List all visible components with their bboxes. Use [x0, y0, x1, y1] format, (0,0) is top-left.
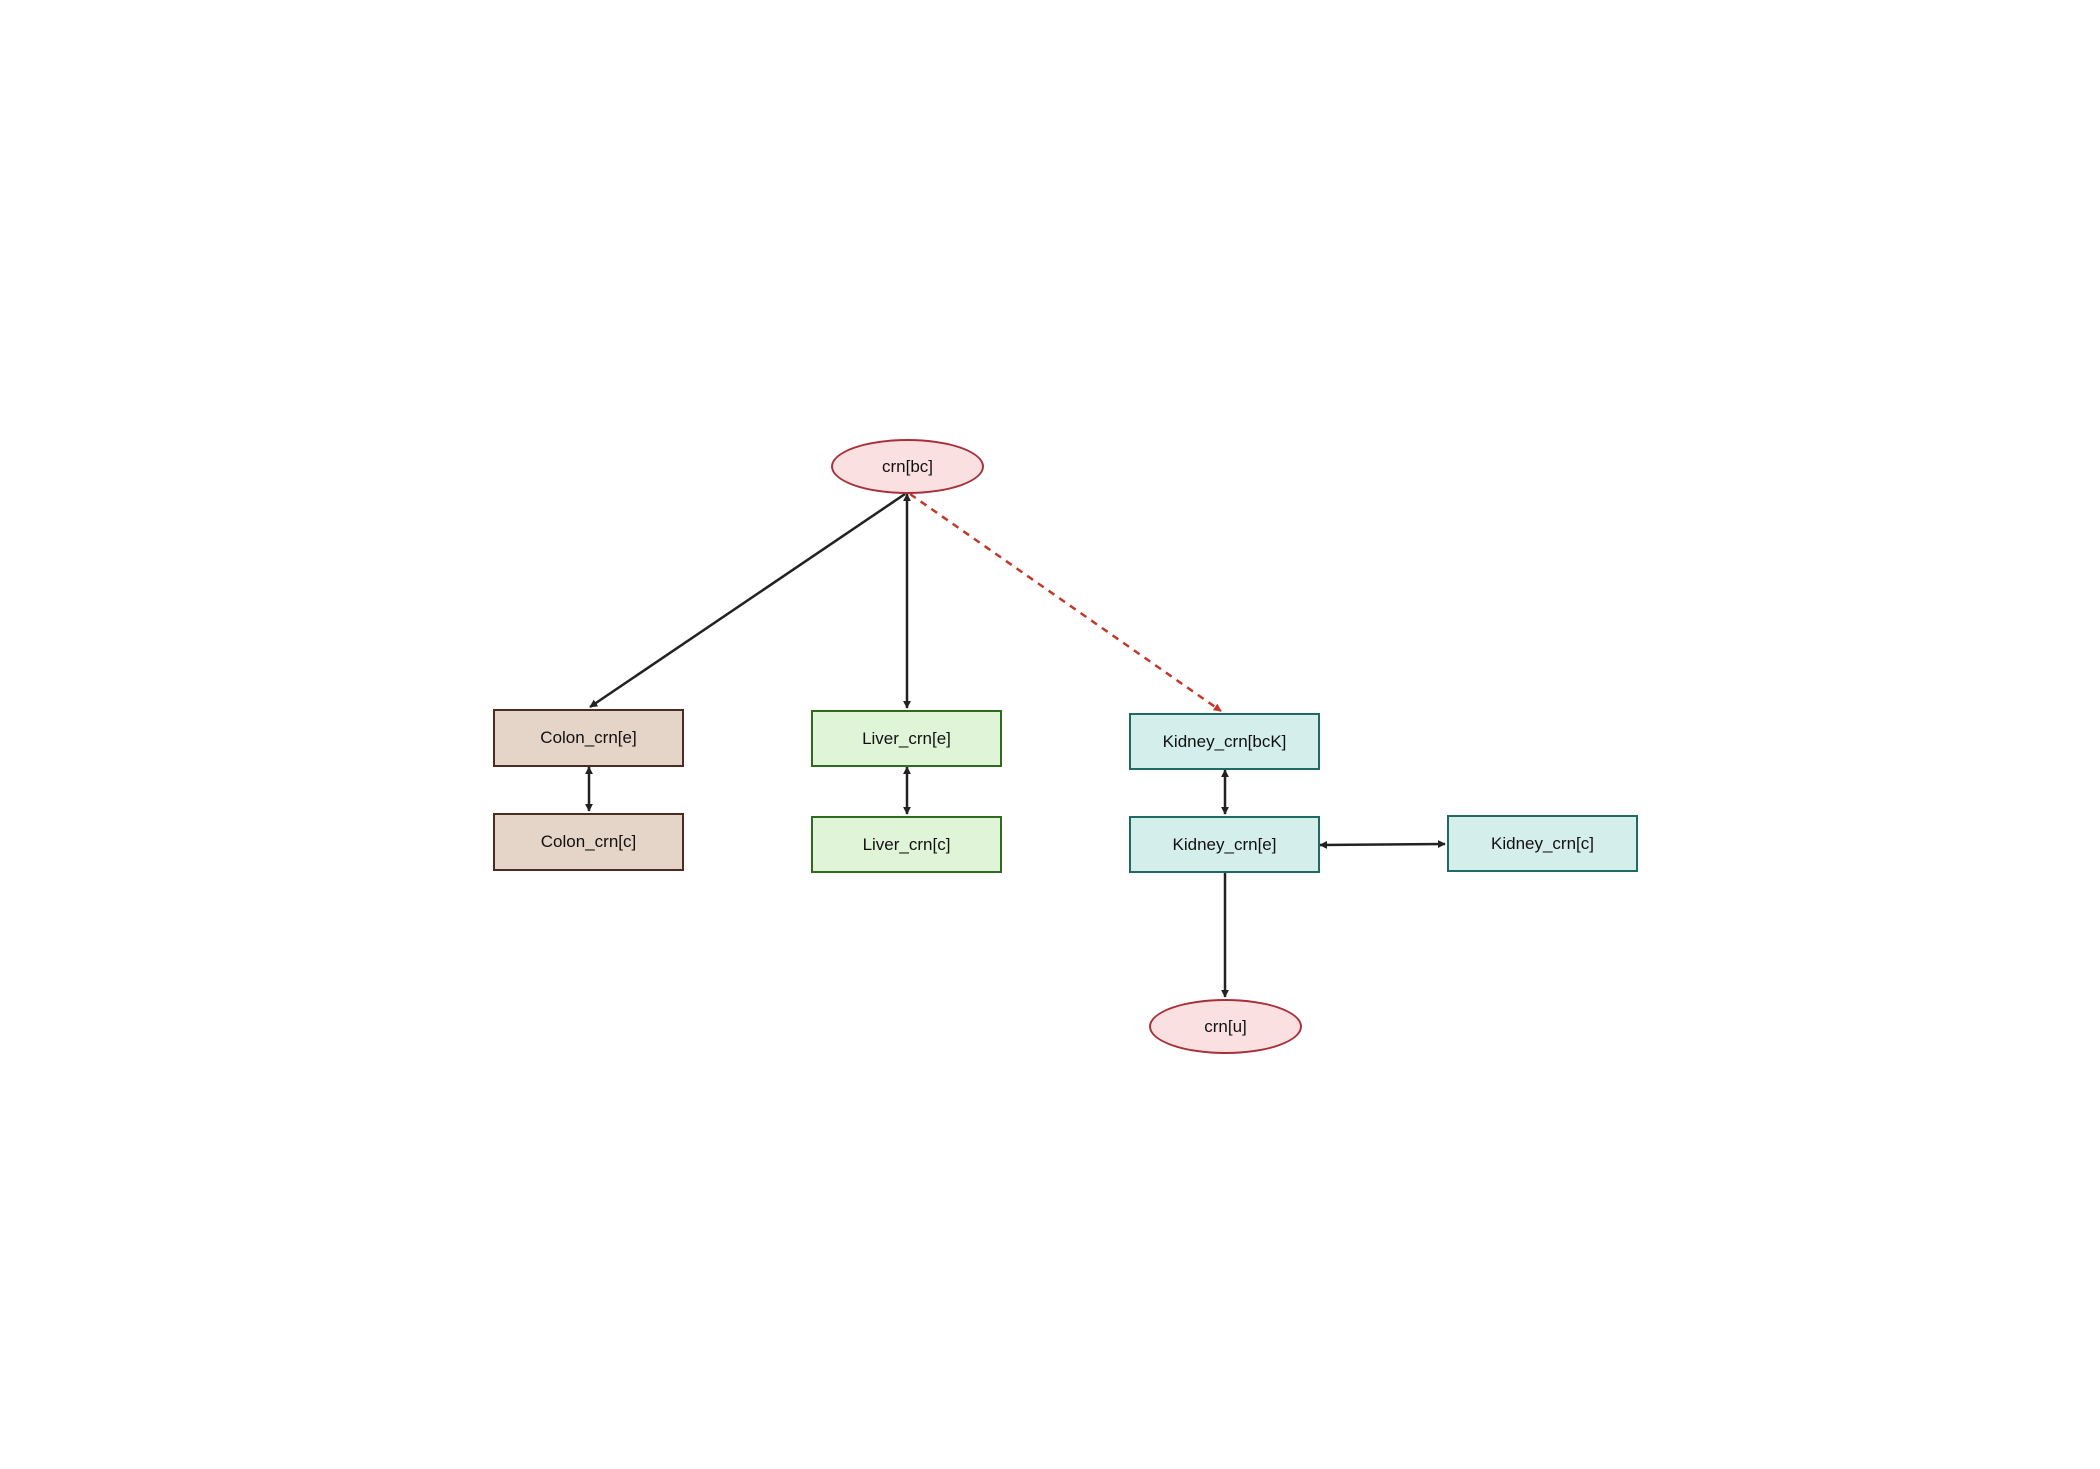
node-crn-u-label: crn[u]	[1204, 1016, 1247, 1036]
node-kidney-crn-c-label: Kidney_crn[c]	[1491, 833, 1594, 853]
node-colon-crn-c: Colon_crn[c]	[493, 813, 684, 871]
node-kidney-crn-bck: Kidney_crn[bcK]	[1129, 713, 1320, 770]
node-liver-crn-c: Liver_crn[c]	[811, 816, 1002, 873]
edge-kidney-e-kidney-c	[1319, 840, 1446, 849]
node-colon-crn-e-label: Colon_crn[e]	[540, 728, 637, 747]
node-liver-crn-e: Liver_crn[e]	[811, 710, 1002, 767]
node-kidney-crn-c: Kidney_crn[c]	[1447, 815, 1638, 872]
node-kidney-crn-e: Kidney_crn[e]	[1129, 816, 1320, 873]
node-liver-crn-c-label: Liver_crn[c]	[862, 834, 951, 854]
node-kidney-crn-bck-label: Kidney_crn[bcK]	[1162, 731, 1287, 751]
edge-crn-bc-to-kidney-bck-dashed	[909, 492, 1222, 713]
node-colon-crn-e: Colon_crn[e]	[493, 709, 684, 767]
edge-crn-bc-to-colon-e	[589, 492, 906, 709]
node-crn-u: crn[u]	[1149, 999, 1302, 1054]
node-crn-bc-label: crn[bc]	[881, 456, 934, 476]
node-colon-crn-c-label: Colon_crn[c]	[540, 832, 637, 851]
node-kidney-crn-e-label: Kidney_crn[e]	[1172, 834, 1277, 854]
node-liver-crn-e-label: Liver_crn[e]	[862, 728, 951, 748]
node-crn-bc: crn[bc]	[831, 439, 984, 494]
